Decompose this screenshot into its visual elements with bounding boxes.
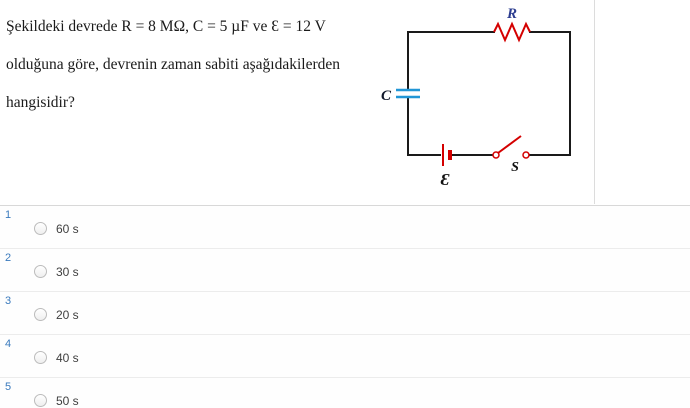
option-label: 40 s xyxy=(56,351,79,365)
option-label: 20 s xyxy=(56,308,79,322)
question-line-1: Şekildeki devrede R = 8 MΩ, C = 5 µF ve … xyxy=(6,18,326,35)
option-row-3[interactable]: 3 20 s xyxy=(0,292,690,335)
question-line-3: hangisidir? xyxy=(6,94,75,111)
answer-options-list: 1 60 s 2 30 s 3 20 s 4 40 s 5 50 s xyxy=(0,205,690,408)
resistor-label: R xyxy=(506,6,517,22)
option-row-5[interactable]: 5 50 s xyxy=(0,378,690,408)
question-text: Şekildeki devrede R = 8 MΩ, C = 5 µF ve … xyxy=(6,8,368,122)
option-radio[interactable] xyxy=(34,222,47,235)
option-row-4[interactable]: 4 40 s xyxy=(0,335,690,378)
capacitor-symbol xyxy=(396,88,420,99)
battery-symbol xyxy=(442,144,452,166)
resistor-symbol xyxy=(493,21,531,43)
option-number: 1 xyxy=(5,209,12,221)
option-row-2[interactable]: 2 30 s xyxy=(0,249,690,292)
circuit-wire xyxy=(407,31,571,156)
option-label: 50 s xyxy=(56,394,79,408)
switch-symbol xyxy=(492,135,530,159)
option-radio[interactable] xyxy=(34,394,47,407)
option-label: 60 s xyxy=(56,222,79,236)
option-number: 3 xyxy=(5,295,12,307)
option-number: 4 xyxy=(5,338,12,350)
switch-label: S xyxy=(511,160,519,175)
option-radio[interactable] xyxy=(34,265,47,278)
option-number: 5 xyxy=(5,381,12,393)
capacitor-label: C xyxy=(381,88,392,104)
question-line-2: olduğuna göre, devrenin zaman sabiti aşa… xyxy=(6,56,340,73)
option-number: 2 xyxy=(5,252,12,264)
option-radio[interactable] xyxy=(34,351,47,364)
question-panel: Şekildeki devrede R = 8 MΩ, C = 5 µF ve … xyxy=(0,0,595,204)
option-label: 30 s xyxy=(56,265,79,279)
option-radio[interactable] xyxy=(34,308,47,321)
battery-label: Ɛ xyxy=(441,170,450,189)
circuit-diagram: R C Ɛ S xyxy=(381,6,571,189)
option-row-1[interactable]: 1 60 s xyxy=(0,206,690,249)
